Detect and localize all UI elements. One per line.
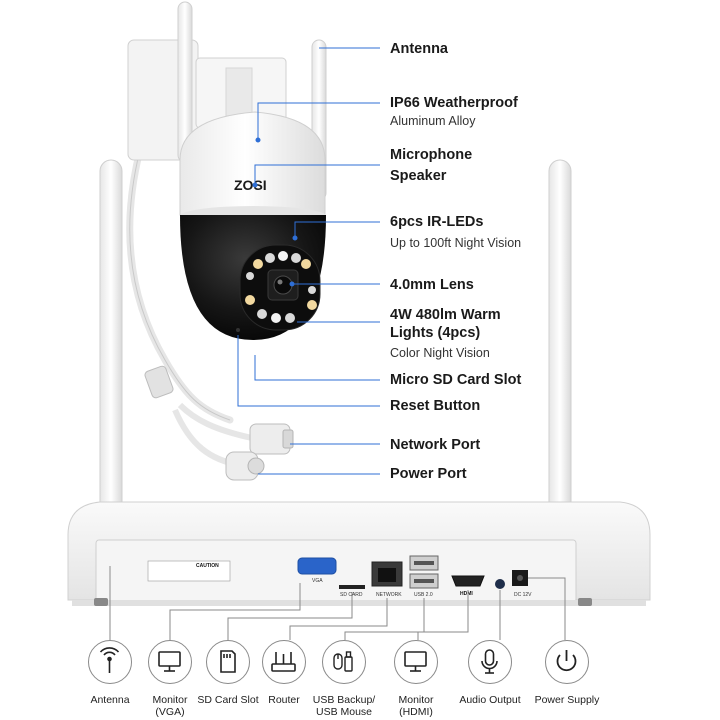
bottom-label-router: Router bbox=[268, 694, 300, 706]
audio-jack bbox=[495, 579, 505, 589]
network-port bbox=[371, 561, 403, 587]
usb-mouse-icon bbox=[322, 640, 366, 684]
usb-ports bbox=[409, 555, 439, 589]
bottom-label-antenna: Antenna bbox=[90, 694, 130, 706]
callout-power-port: Power Port bbox=[390, 466, 467, 482]
callout-warm-lights-2: Lights (4pcs) bbox=[390, 325, 481, 341]
sd-card-slot bbox=[339, 585, 365, 589]
vga-port bbox=[297, 557, 337, 575]
usb-label: USB 2.0 bbox=[414, 592, 433, 598]
bottom-label-sd-card: SD Card Slot bbox=[197, 694, 259, 706]
camera-lens bbox=[267, 269, 299, 301]
sd-card-label: SD CARD bbox=[340, 592, 363, 598]
callout-weatherproof: IP66 Weatherproof bbox=[390, 95, 518, 111]
hdmi-port bbox=[451, 575, 485, 587]
dc-port bbox=[512, 570, 528, 586]
monitor-icon bbox=[148, 640, 192, 684]
microphone-icon bbox=[468, 640, 512, 684]
sd-card-icon bbox=[206, 640, 250, 684]
bottom-label-power: Power Supply bbox=[534, 694, 600, 706]
callout-network-port: Network Port bbox=[390, 437, 481, 453]
brand-logo: ZOSI bbox=[234, 177, 267, 193]
callout-microphone: Microphone bbox=[390, 147, 473, 163]
callout-speaker: Speaker bbox=[390, 168, 447, 184]
dc-label: DC 12V bbox=[514, 592, 532, 598]
led-ring bbox=[245, 251, 317, 323]
bottom-label-monitor-vga: Monitor(VGA) bbox=[152, 694, 188, 719]
callout-antenna: Antenna bbox=[390, 41, 448, 57]
vga-label: VGA bbox=[312, 578, 323, 584]
bottom-label-usb: USB Backup/USB Mouse bbox=[312, 694, 376, 719]
network-label: NETWORK bbox=[376, 592, 402, 598]
antenna-icon bbox=[88, 640, 132, 684]
callout-lines bbox=[237, 47, 380, 475]
camera-body bbox=[179, 111, 326, 226]
bottom-label-audio: Audio Output bbox=[459, 694, 521, 706]
power-port-connector bbox=[225, 451, 265, 481]
callout-sd-slot: Micro SD Card Slot bbox=[390, 372, 522, 388]
callout-weatherproof-sub: Aluminum Alloy bbox=[390, 114, 476, 128]
network-port-connector bbox=[249, 423, 294, 455]
callout-reset: Reset Button bbox=[390, 398, 481, 414]
port-connector-lines bbox=[109, 566, 566, 640]
monitor-icon bbox=[394, 640, 438, 684]
hdmi-logo: HDMI bbox=[460, 591, 473, 597]
router-icon bbox=[262, 640, 306, 684]
callout-warm-lights-sub: Color Night Vision bbox=[390, 346, 490, 360]
bottom-label-monitor-hdmi: Monitor(HDMI) bbox=[398, 694, 434, 719]
power-icon bbox=[545, 640, 589, 684]
callout-ir-leds-sub: Up to 100ft Night Vision bbox=[390, 236, 522, 250]
nvr-chassis bbox=[67, 501, 651, 606]
callout-lens: 4.0mm Lens bbox=[390, 277, 474, 293]
callout-ir-leds: 6pcs IR-LEDs bbox=[390, 214, 484, 230]
callout-warm-lights-1: 4W 480lm Warm bbox=[390, 307, 501, 323]
caution-text: CAUTION bbox=[196, 563, 219, 569]
